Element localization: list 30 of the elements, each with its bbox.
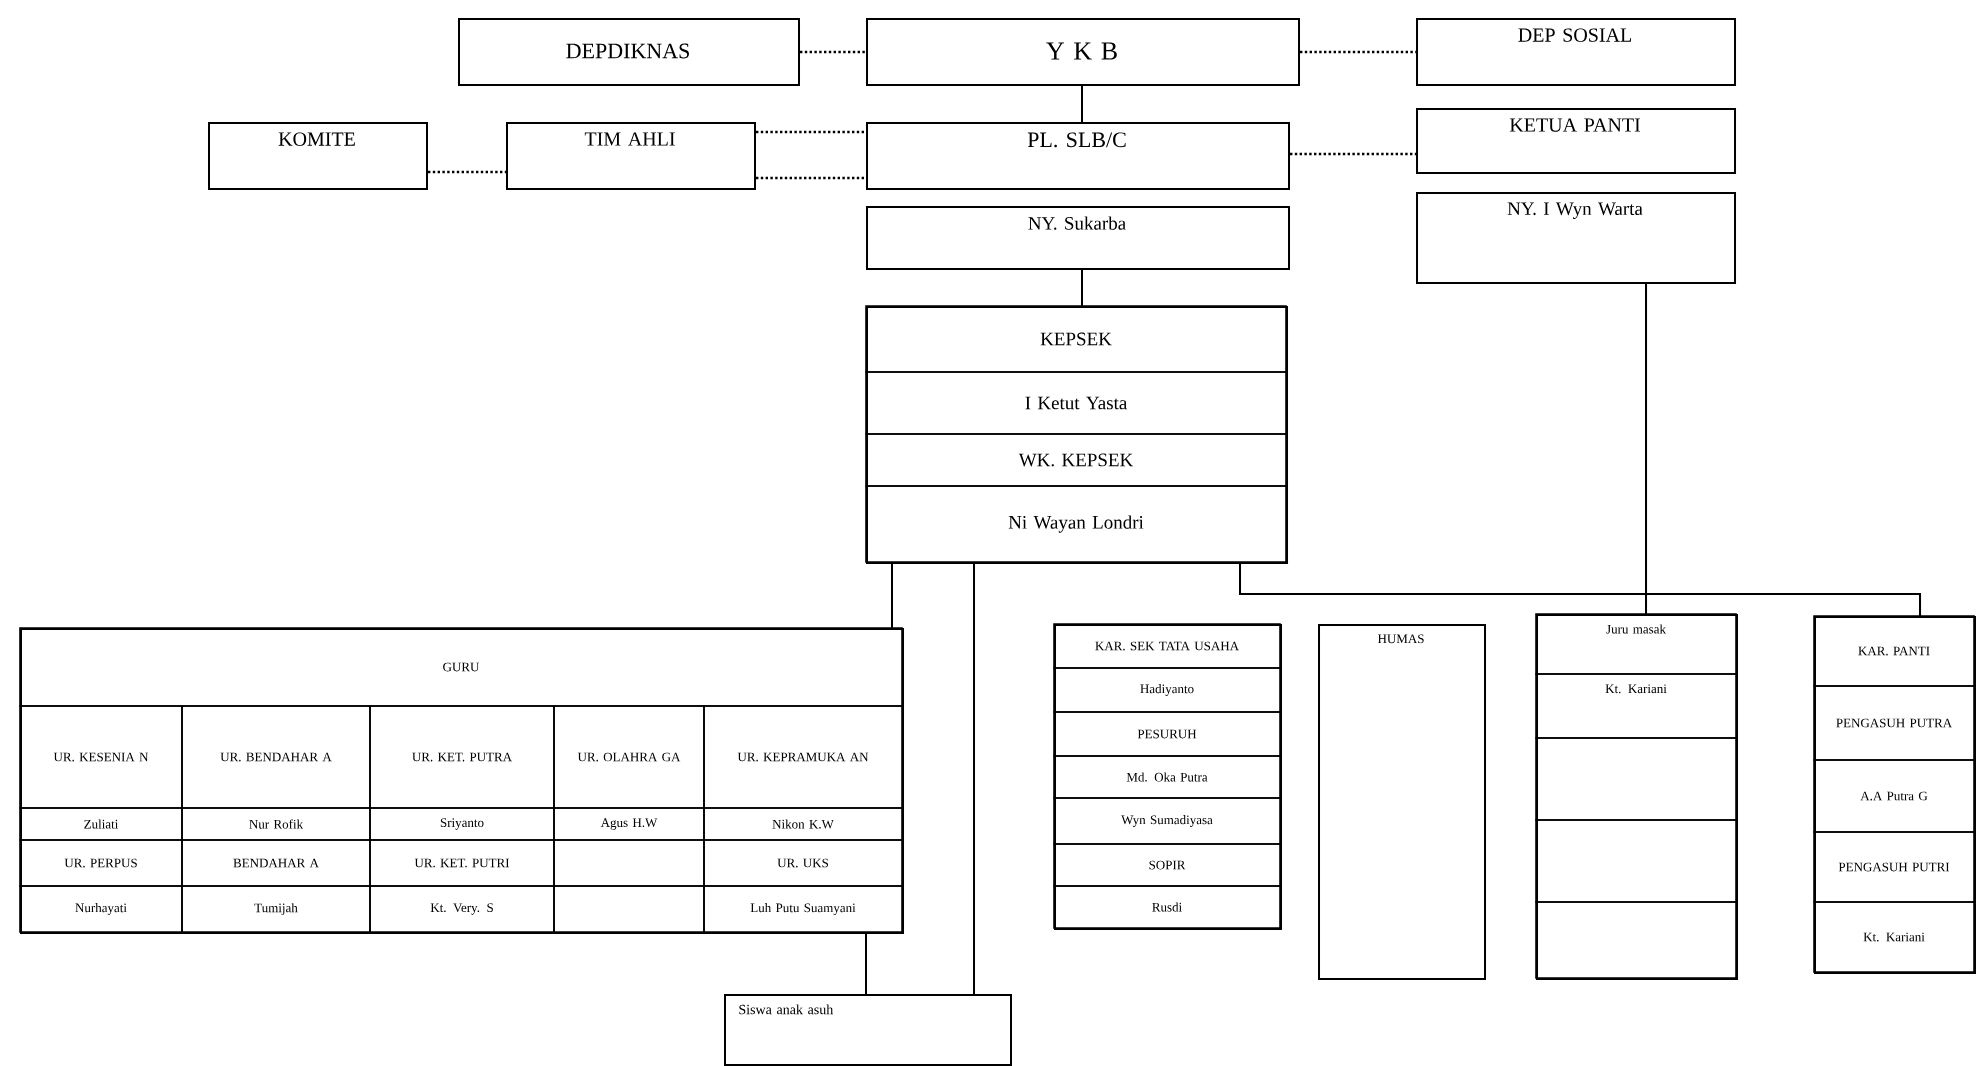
dotted-line xyxy=(756,130,866,134)
org-table xyxy=(1535,613,1738,980)
connector-line xyxy=(1081,85,1083,123)
dotted-line xyxy=(1300,50,1416,54)
table-cell: I Ketut Yasta xyxy=(865,371,1287,435)
org-table xyxy=(1053,623,1282,930)
dotted-line xyxy=(800,50,866,54)
table-cell: KEPSEK xyxy=(865,305,1287,373)
connector-line xyxy=(973,563,975,995)
org-box: DEPDIKNAS xyxy=(458,18,800,86)
org-box: PL. SLB/C xyxy=(866,122,1290,190)
org-box: TIM AHLI xyxy=(506,122,756,190)
dotted-line xyxy=(428,170,506,174)
org-table xyxy=(865,305,1288,564)
org-table xyxy=(19,627,904,934)
org-table xyxy=(1813,615,1976,974)
connector-line xyxy=(865,933,867,995)
org-box: DEP SOSIAL xyxy=(1416,18,1736,86)
org-box: NY. Sukarba xyxy=(866,206,1290,270)
connector-line xyxy=(1645,283,1921,617)
dotted-line xyxy=(756,176,866,180)
org-box: Y K B xyxy=(866,18,1300,86)
connector-line xyxy=(891,563,893,629)
org-box: NY. I Wyn Warta xyxy=(1416,192,1736,284)
dotted-line xyxy=(1290,152,1416,156)
connector-line xyxy=(1081,269,1083,307)
org-box: KETUA PANTI xyxy=(1416,108,1736,174)
table-cell: Ni Wayan Londri xyxy=(865,485,1287,563)
table-cell: WK. KEPSEK xyxy=(865,433,1287,487)
org-box: KOMITE xyxy=(208,122,428,190)
